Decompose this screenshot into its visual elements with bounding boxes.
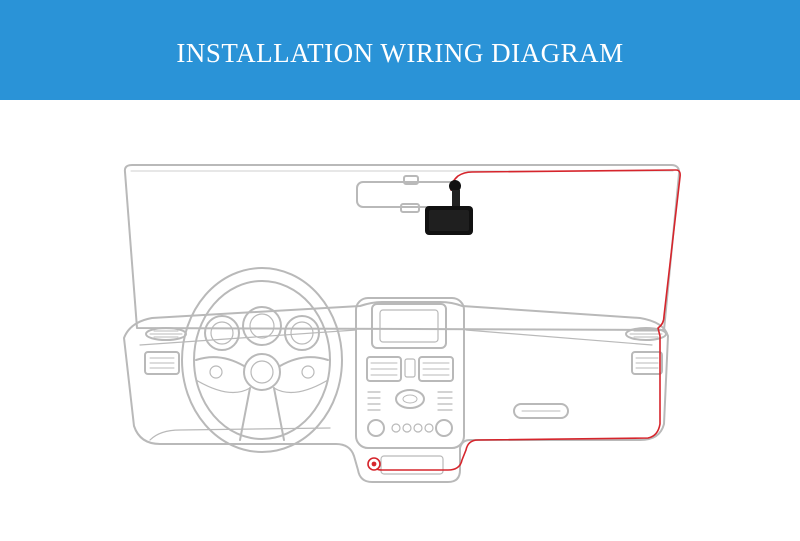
right-air-vent <box>631 351 663 375</box>
left-speaker <box>145 327 187 341</box>
page-title: INSTALLATION WIRING DIAGRAM <box>176 37 624 68</box>
wiring-diagram <box>0 100 800 541</box>
car-interior-illustration <box>123 164 681 483</box>
instrument-cluster <box>204 306 320 351</box>
windshield <box>123 164 681 331</box>
left-air-vent <box>144 351 180 375</box>
steering-wheel <box>181 267 343 453</box>
right-speaker <box>625 327 667 341</box>
title-banner: INSTALLATION WIRING DIAGRAM <box>0 0 800 100</box>
dash-camera <box>425 180 473 235</box>
glovebox-handle <box>513 403 569 419</box>
center-console <box>355 297 465 475</box>
power-cable <box>373 169 681 471</box>
power-outlet <box>367 457 381 471</box>
